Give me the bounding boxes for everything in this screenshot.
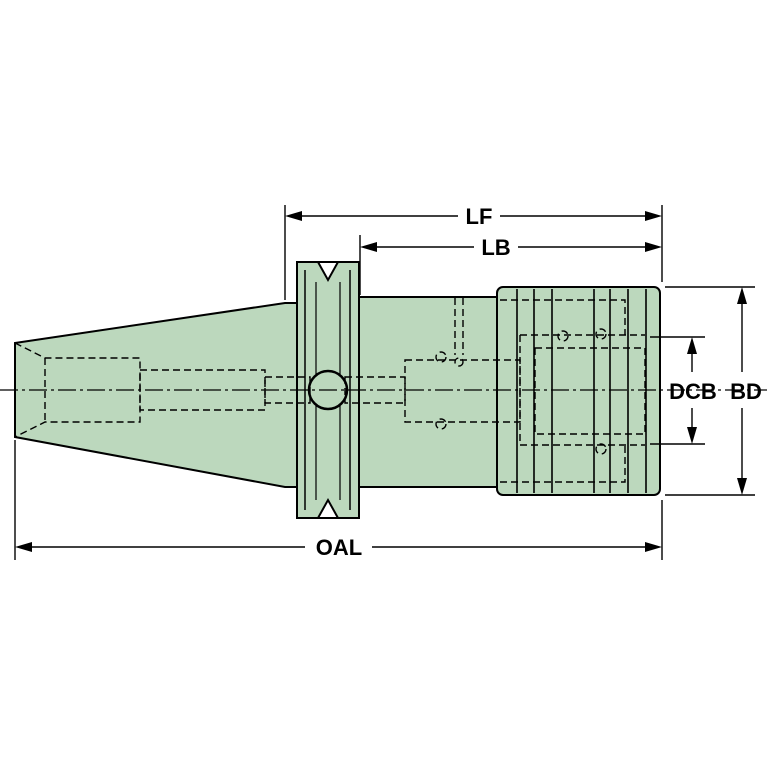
lf-label: LF xyxy=(466,204,493,229)
dcb-dimension: DCB xyxy=(669,337,717,444)
flange-top-groove xyxy=(316,261,340,283)
lb-dimension: LB xyxy=(360,235,662,260)
flange-bottom-groove xyxy=(316,497,340,519)
dcb-label: DCB xyxy=(669,379,717,404)
oal-dimension: OAL xyxy=(15,535,662,560)
lf-dimension: LF xyxy=(285,204,662,229)
nut-rings xyxy=(516,289,647,493)
body-neck xyxy=(358,296,500,488)
collet-nut xyxy=(496,286,661,496)
bd-label: BD xyxy=(730,379,762,404)
lb-label: LB xyxy=(481,235,510,260)
oal-label: OAL xyxy=(316,535,362,560)
bd-dimension: BD xyxy=(730,287,762,495)
taper-shank xyxy=(14,302,301,488)
extension-lines xyxy=(14,205,755,560)
